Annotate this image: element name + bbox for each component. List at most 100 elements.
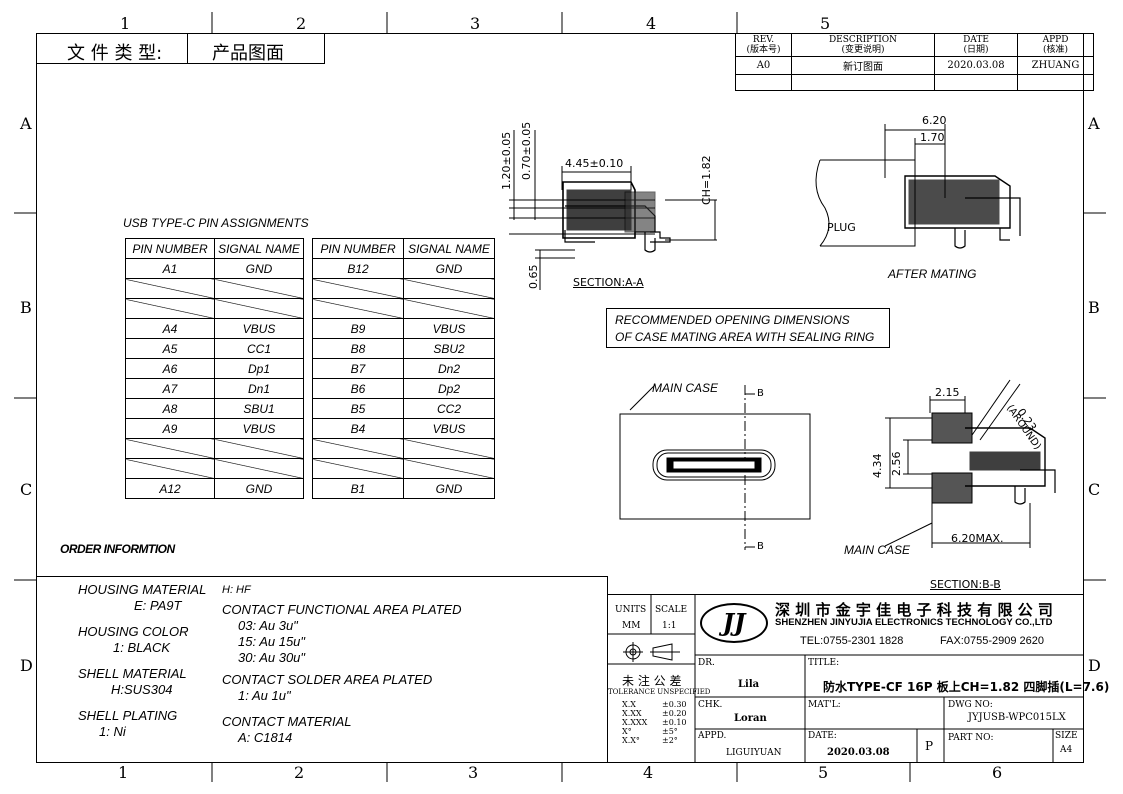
tolerance-row: X°±5° [622, 727, 678, 736]
tolerance-cn: 未 注 公 差 [622, 674, 682, 688]
after-mating-label: AFTER MATING [888, 267, 977, 281]
cf-item-15: 15: Au 15u" [238, 634, 306, 649]
pin-a3-slash [125, 298, 215, 319]
hf-value: H: HF [222, 584, 251, 596]
signal-a2-slash [214, 278, 304, 299]
signal-b8: SBU2 [403, 338, 495, 359]
dim-6-20-top: 6.20 [922, 114, 947, 127]
signal-b1: GND [403, 478, 495, 499]
cs-title: CONTACT SOLDER AREA PLATED [222, 672, 433, 687]
doc-type-label: 文 件 类 型: [67, 43, 163, 64]
main-case-label: MAIN CASE [652, 381, 719, 395]
dim-0-70: 0.70±0.05 [520, 121, 533, 180]
recommended-line1: RECOMMENDED OPENING DIMENSIONS [615, 313, 850, 327]
revision-table: REV.(版本号) DESCRIPTION(变更说明) DATE(日期) APP… [735, 33, 1094, 91]
cf-item-30: 30: Au 30u" [238, 650, 306, 665]
signal-a9: VBUS [214, 418, 304, 439]
company-tel: TEL:0755-2301 1828 [800, 635, 904, 647]
after-mating-drawing [815, 124, 1021, 249]
pin-b10-slash [312, 298, 404, 319]
col-label-bottom-6: 6 [992, 763, 1003, 782]
appd-header-cn: (核准) [1042, 45, 1069, 55]
row-label-left-d: D [20, 656, 33, 675]
col-label-bottom-3: 3 [468, 763, 479, 782]
row-label-right-b: B [1088, 298, 1100, 317]
recommended-note: RECOMMENDED OPENING DIMENSIONS OF CASE M… [606, 308, 890, 348]
signal-a1: GND [214, 258, 304, 279]
signal-b3-slash [403, 438, 495, 459]
signal-a12: GND [214, 478, 304, 499]
col-label-top-4: 4 [646, 14, 657, 33]
pin-a5: A5 [125, 338, 215, 359]
signal-b9: VBUS [403, 318, 495, 339]
dr-value: Lila [738, 679, 760, 690]
shell-material-label: SHELL MATERIAL [78, 666, 187, 681]
pin-a8: A8 [125, 398, 215, 419]
section-marker-b-bottom: B [757, 541, 764, 552]
title-block-grid [607, 594, 1084, 763]
col-label-bottom-2: 2 [294, 763, 305, 782]
signal-header-a: SIGNAL NAME [214, 238, 304, 259]
shell-plating-value: 1: Ni [99, 724, 126, 739]
signal-b10-slash [403, 298, 495, 319]
appd-value: ZHUANG [1017, 56, 1094, 75]
order-title: ORDER INFORMTION [60, 542, 175, 556]
signal-b4: VBUS [403, 418, 495, 439]
pin-a4: A4 [125, 318, 215, 339]
section-bb-label: SECTION:B-B [930, 578, 1001, 591]
dwg-value: JYJUSB-WPC015LX [968, 712, 1066, 723]
doc-type-value: 产品图面 [212, 43, 284, 64]
signal-a10-slash [214, 438, 304, 459]
dr-label: DR. [698, 658, 715, 668]
dim-4-45: 4.45±0.10 [565, 157, 624, 170]
date-value: 2020.03.08 [934, 56, 1018, 75]
pin-a6: A6 [125, 358, 215, 379]
pin-b8: B8 [312, 338, 404, 359]
dim-2-56: 2.56 [890, 451, 903, 477]
dim-0-65: 0.65 [527, 264, 540, 290]
section-bb-main-case: MAIN CASE [844, 543, 911, 557]
pin-a10-slash [125, 438, 215, 459]
housing-color-value: 1: BLACK [113, 640, 171, 655]
company-name-en: SHENZHEN JINYUJIA ELECTRONICS TECHNOLOGY… [775, 617, 1053, 628]
recommended-line2: OF CASE MATING AREA WITH SEALING RING [615, 330, 875, 344]
pin-a9: A9 [125, 418, 215, 439]
tolerance-row: X.XXX±0.10 [622, 718, 687, 727]
tolerance-row: X.XX±0.20 [622, 709, 687, 718]
pin-a2-slash [125, 278, 215, 299]
appd-value: LIGUIYUAN [726, 748, 782, 758]
pin-b12: B12 [312, 258, 404, 279]
desc-header-cn: (变更说明) [841, 45, 885, 55]
page-p: P [925, 739, 934, 753]
signal-b11-slash [403, 278, 495, 299]
row-label-right-d: D [1088, 656, 1101, 675]
pin-b2-slash [312, 458, 404, 479]
housing-color-label: HOUSING COLOR [78, 624, 189, 639]
col-label-bottom-5: 5 [818, 763, 829, 782]
signal-a8: SBU1 [214, 398, 304, 419]
signal-a11-slash [214, 458, 304, 479]
date-header-en: DATE [963, 35, 989, 45]
doc-type-box: 文 件 类 型: 产品图面 [36, 33, 325, 64]
pin-table-title: USB TYPE-C PIN ASSIGNMENTS [123, 216, 309, 230]
cm-item: A: C1814 [238, 730, 293, 745]
tolerance-row: X.X°±2° [622, 736, 678, 745]
rev-header-cn: (版本号) [746, 45, 781, 55]
pin-b3-slash [312, 438, 404, 459]
rev-header-en: REV. [752, 35, 775, 45]
dim-4-34: 4.34 [871, 453, 884, 479]
units-value: MM [622, 621, 641, 631]
tolerance-list: X.X±0.30 X.XX±0.20 X.XXX±0.10 X°±5° X.X°… [622, 700, 687, 745]
units-label: UNITS [615, 605, 647, 615]
dwg-label: DWG NO: [948, 700, 993, 710]
pin-a11-slash [125, 458, 215, 479]
signal-header-b: SIGNAL NAME [403, 238, 495, 259]
pin-header-a: PIN NUMBER [125, 238, 215, 259]
signal-b2-slash [403, 458, 495, 479]
dim-6-20max: 6.20MAX. [951, 532, 1004, 545]
tolerance-en: TOLERANCE UNSPECIFIED [608, 688, 711, 696]
signal-b5: CC2 [403, 398, 495, 419]
signal-b6: Dp2 [403, 378, 495, 399]
